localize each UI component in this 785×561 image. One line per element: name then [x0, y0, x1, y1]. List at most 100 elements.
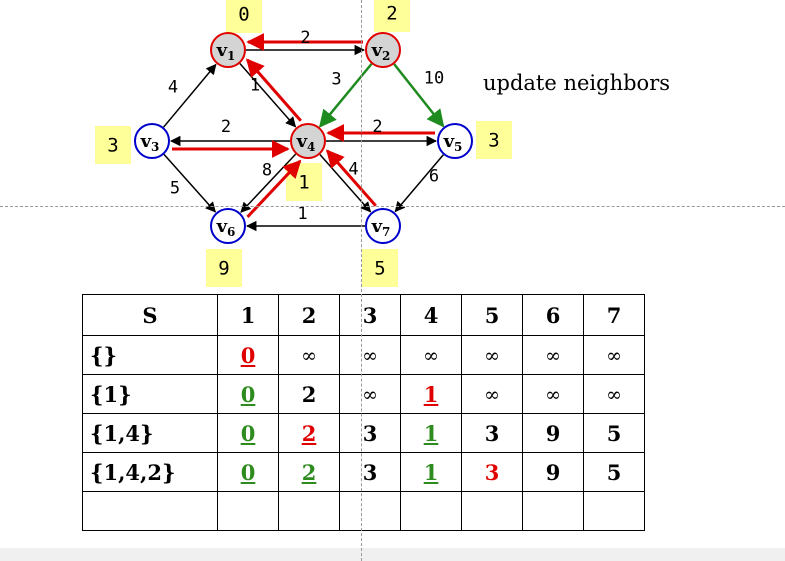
distance-cell: ∞: [522, 374, 584, 414]
bottom-strip: [0, 548, 785, 561]
shortest-path-v4-v1: [246, 58, 302, 122]
distance-cell: ∞: [278, 335, 340, 375]
distance-cell: 0: [217, 335, 279, 375]
set-cell: {1}: [82, 374, 218, 414]
distance-cell: 0: [217, 452, 279, 492]
distance-cell: [278, 491, 340, 531]
header-vertex-7: 7: [583, 294, 645, 336]
distance-value: 1: [423, 459, 439, 485]
distance-label-v4: 1: [298, 172, 309, 194]
table-row: {}0 ∞ ∞ ∞ ∞ ∞ ∞: [82, 335, 645, 375]
distance-cell: [583, 491, 645, 531]
node-v2: [365, 32, 401, 68]
edge-weight-v4-v7: 4: [348, 160, 358, 180]
shortest-path-v7-v4: [326, 149, 377, 207]
distance-value: ∞: [423, 345, 439, 367]
distance-value: 0: [240, 459, 256, 485]
header-vertex-4: 4: [400, 294, 462, 336]
distance-cell: ∞: [339, 374, 401, 414]
distance-value: ∞: [606, 345, 622, 367]
set-cell: {}: [82, 335, 218, 375]
edge-weight-v4-v5: 2: [372, 117, 382, 137]
distance-value: 3: [484, 420, 500, 446]
shortest-path-v6-v4: [246, 159, 302, 218]
distance-cell: 9: [522, 413, 584, 453]
distance-cell: 0: [217, 413, 279, 453]
node-v3: [134, 123, 170, 159]
distance-cell: 1: [400, 452, 462, 492]
distance-cell: [217, 491, 279, 531]
distance-value: 2: [301, 420, 317, 446]
distance-cell: 3: [461, 413, 523, 453]
distance-value: 9: [545, 420, 561, 446]
set-cell: {1,4,2}: [82, 452, 218, 492]
edge-weight-v4-v3: 2: [221, 117, 231, 137]
distance-value: 3: [362, 420, 378, 446]
distance-value: 5: [606, 420, 622, 446]
distance-cell: 3: [339, 413, 401, 453]
distance-value: ∞: [301, 345, 317, 367]
distance-value: ∞: [484, 345, 500, 367]
set-cell: {1,4}: [82, 413, 218, 453]
table-row: [82, 491, 645, 531]
distance-cell: 3: [339, 452, 401, 492]
distance-value: ∞: [362, 345, 378, 367]
distance-box-v2: [374, 0, 410, 32]
distance-label-v6: 9: [218, 258, 229, 280]
distance-value: ∞: [545, 345, 561, 367]
edge-v3-v1: [162, 63, 217, 128]
edge-weight-v3-v6: 5: [170, 179, 180, 199]
distance-box-v7: [362, 249, 398, 287]
set-cell: [82, 491, 218, 531]
distance-value: ∞: [545, 384, 561, 406]
edge-weight-v3-v1: 4: [168, 78, 178, 98]
distance-cell: 5: [583, 413, 645, 453]
distance-value: 0: [240, 420, 256, 446]
node-v6: [210, 208, 246, 244]
distance-box-v3: [95, 126, 131, 164]
distance-cell: 2: [278, 452, 340, 492]
distance-value: 9: [545, 459, 561, 485]
distance-value: 3: [484, 459, 500, 485]
edge-weight-v7-v6: 1: [297, 204, 307, 224]
edge-weight-v1-v2: 2: [300, 28, 310, 48]
distance-cell: ∞: [583, 374, 645, 414]
edge-v4-v7: [319, 154, 372, 213]
distance-value: ∞: [606, 384, 622, 406]
edge-weight-v2-v4: 3: [331, 70, 341, 90]
distance-cell: [400, 491, 462, 531]
distance-cell: 5: [583, 452, 645, 492]
distance-cell: ∞: [461, 374, 523, 414]
distance-box-v6: [206, 249, 242, 287]
distance-value: 0: [240, 381, 256, 407]
distance-value: 1: [423, 381, 439, 407]
header-vertex-3: 3: [339, 294, 401, 336]
distance-label-v5: 3: [488, 130, 499, 152]
update-neighbors-note: update neighbors: [483, 71, 671, 95]
distance-cell: ∞: [583, 335, 645, 375]
header-vertex-6: 6: [522, 294, 584, 336]
edge-v2-v4: [318, 63, 373, 128]
distance-value: ∞: [484, 384, 500, 406]
distance-cell: [461, 491, 523, 531]
distance-value: 5: [606, 459, 622, 485]
distance-cell: 3: [461, 452, 523, 492]
edge-v5-v7: [394, 154, 444, 213]
header-set: S: [82, 294, 218, 336]
distance-cell: ∞: [461, 335, 523, 375]
distance-box-v5: [476, 121, 512, 159]
distance-value: 2: [301, 459, 317, 485]
node-v5: [437, 123, 473, 159]
distance-value: 1: [423, 420, 439, 446]
distance-cell: 9: [522, 452, 584, 492]
distance-cell: 2: [278, 413, 340, 453]
distance-label-v2: 2: [386, 3, 397, 25]
